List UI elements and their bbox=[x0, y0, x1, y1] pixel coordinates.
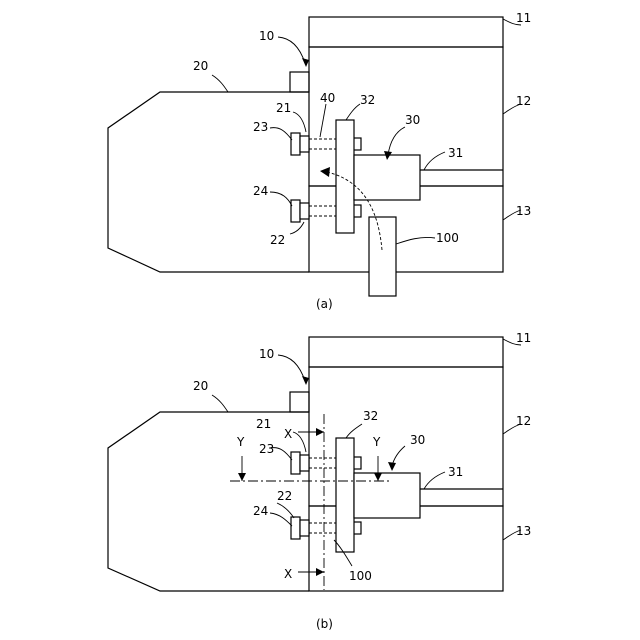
label-24: 24 bbox=[253, 504, 268, 518]
label-100: 100 bbox=[349, 569, 372, 583]
plate-32 bbox=[336, 438, 354, 552]
section-mark-y-left: Y bbox=[236, 435, 245, 449]
section-mark-y-right: Y bbox=[372, 435, 381, 449]
label-12: 12 bbox=[516, 414, 531, 428]
caption-b: (b) bbox=[316, 617, 333, 631]
label-31: 31 bbox=[448, 465, 463, 479]
section-mark-x-bottom: X bbox=[284, 567, 292, 581]
plate-32 bbox=[336, 120, 354, 233]
step-block bbox=[290, 392, 309, 412]
label-13: 13 bbox=[516, 204, 531, 218]
unit-11 bbox=[309, 337, 503, 367]
label-10: 10 bbox=[259, 347, 274, 361]
label-24: 24 bbox=[253, 184, 268, 198]
label-10: 10 bbox=[259, 29, 274, 43]
figure-b: 10 11 12 13 20 21 23 32 30 31 22 24 100 … bbox=[108, 331, 531, 631]
caption-a: (a) bbox=[316, 297, 333, 311]
label-32: 32 bbox=[360, 93, 375, 107]
unit-11 bbox=[309, 17, 503, 47]
label-22: 22 bbox=[270, 233, 285, 247]
step-block bbox=[290, 72, 309, 92]
label-32: 32 bbox=[363, 409, 378, 423]
label-100: 100 bbox=[436, 231, 459, 245]
label-13: 13 bbox=[516, 524, 531, 538]
part-30 bbox=[354, 155, 420, 200]
label-11: 11 bbox=[516, 331, 531, 345]
label-12: 12 bbox=[516, 94, 531, 108]
label-20: 20 bbox=[193, 59, 208, 73]
figure-a: 10 11 12 13 20 21 23 40 32 30 31 24 22 1… bbox=[108, 11, 531, 311]
part-100 bbox=[369, 217, 396, 296]
label-20: 20 bbox=[193, 379, 208, 393]
label-40: 40 bbox=[320, 91, 335, 105]
section-mark-x-top: X bbox=[284, 427, 292, 441]
label-11: 11 bbox=[516, 11, 531, 25]
label-22: 22 bbox=[277, 489, 292, 503]
label-30: 30 bbox=[405, 113, 420, 127]
part-30 bbox=[354, 473, 420, 518]
label-21: 21 bbox=[276, 101, 291, 115]
label-31: 31 bbox=[448, 146, 463, 160]
label-21: 21 bbox=[256, 417, 271, 431]
label-30: 30 bbox=[410, 433, 425, 447]
label-23: 23 bbox=[253, 120, 268, 134]
label-23: 23 bbox=[259, 442, 274, 456]
